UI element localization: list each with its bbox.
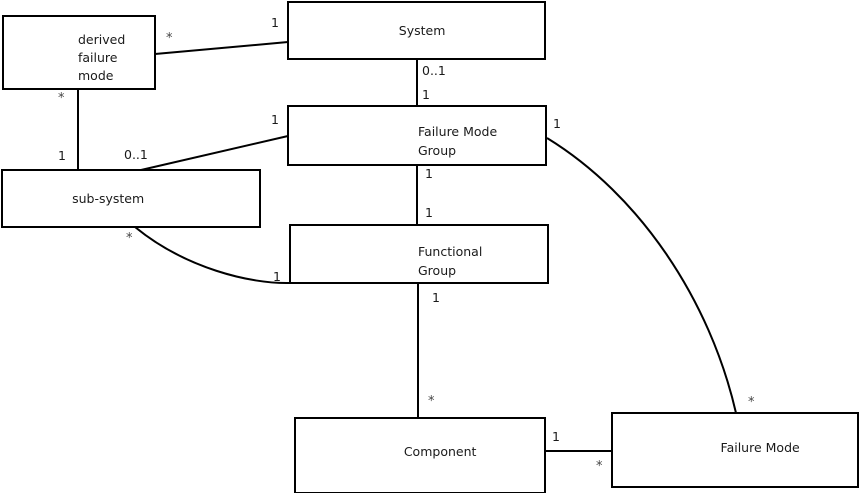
class-name-line: Failure Mode xyxy=(418,124,497,139)
class-name-derived-failure-mode: derived failure mode xyxy=(78,32,169,83)
class-name-failure-mode: Failure Mode xyxy=(721,440,836,455)
class-name-line: derived xyxy=(78,32,125,47)
class-name-line: Functional xyxy=(418,244,482,259)
multiplicity-label-dfm-system-star: * xyxy=(166,31,173,46)
class-node-system[interactable]: System xyxy=(287,1,546,60)
class-name-line: System xyxy=(399,23,446,38)
multiplicity-label-fmg-fg-one: 1 xyxy=(425,166,433,181)
multiplicity-label-fg-comp-one: 1 xyxy=(432,290,440,305)
class-name-functional-group: Functional Group xyxy=(418,244,526,278)
multiplicity-label-system-dfm-one: 1 xyxy=(271,15,279,30)
association-layer xyxy=(77,41,737,452)
class-name-system: System xyxy=(399,23,481,38)
class-name-component: Component xyxy=(404,444,512,459)
class-box-failure-mode-group[interactable] xyxy=(287,105,547,166)
class-name-line: Group xyxy=(418,263,456,278)
multiplicity-label-fg-fmg-one: 1 xyxy=(425,205,433,220)
multiplicity-label-system-fmg-zeroone: 0..1 xyxy=(422,63,446,78)
multiplicity-label-comp-fg-star: * xyxy=(428,394,435,409)
multiplicity-label-fg-subsys-one: 1 xyxy=(273,269,281,284)
class-node-failure-mode-group[interactable]: Failure Mode Group xyxy=(287,105,547,166)
multiplicity-label-fm-comp-star: * xyxy=(596,459,603,474)
class-box-system[interactable] xyxy=(287,1,546,60)
class-box-component[interactable] xyxy=(294,417,546,493)
multiplicity-label-subsys-fg-star: * xyxy=(126,231,133,246)
class-name-line: Failure Mode xyxy=(721,440,800,455)
multiplicity-label-fmg-subsys-one: 1 xyxy=(271,112,279,127)
class-box-functional-group[interactable] xyxy=(289,224,549,284)
association-sub-system-to-functional-group[interactable] xyxy=(134,226,291,285)
class-name-line: mode xyxy=(78,68,114,83)
multiplicity-label-dfm-subsys-star: * xyxy=(58,91,65,106)
multiplicity-layer: * 1 0..1 1 * 1 0..1 1 1 1 * 1 1 * 1 * 1 … xyxy=(58,15,755,474)
class-box-derived-failure-mode[interactable] xyxy=(2,15,156,90)
class-name-line: Component xyxy=(404,444,477,459)
multiplicity-label-comp-fm-one: 1 xyxy=(552,429,560,444)
association-failure-mode-group-to-failure-mode[interactable] xyxy=(546,137,737,414)
multiplicity-label-fmg-fm-one: 1 xyxy=(553,116,561,131)
class-name-line: Group xyxy=(418,143,456,158)
class-name-line: failure xyxy=(78,50,118,65)
class-name-sub-system: sub-system xyxy=(72,191,180,206)
multiplicity-label-subsys-fmg-zeroone: 0..1 xyxy=(124,147,148,162)
multiplicity-label-subsys-dfm-one: 1 xyxy=(58,148,66,163)
multiplicity-label-fmg-system-one: 1 xyxy=(422,87,430,102)
class-box-failure-mode[interactable] xyxy=(611,412,859,488)
multiplicity-label-fm-fmg-star: * xyxy=(748,395,755,410)
class-node-functional-group[interactable]: Functional Group xyxy=(289,224,549,284)
class-node-derived-failure-mode[interactable]: derived failure mode xyxy=(2,15,169,90)
class-name-line: sub-system xyxy=(72,191,144,206)
class-node-failure-mode[interactable]: Failure Mode xyxy=(611,412,859,488)
class-box-sub-system[interactable] xyxy=(1,169,261,228)
class-node-component[interactable]: Component xyxy=(294,417,546,493)
class-node-sub-system[interactable]: sub-system xyxy=(1,169,261,228)
association-derived-failure-mode-to-system[interactable] xyxy=(154,41,289,55)
class-name-failure-mode-group: Failure Mode Group xyxy=(418,124,541,158)
association-sub-system-to-failure-mode-group[interactable] xyxy=(140,135,289,171)
